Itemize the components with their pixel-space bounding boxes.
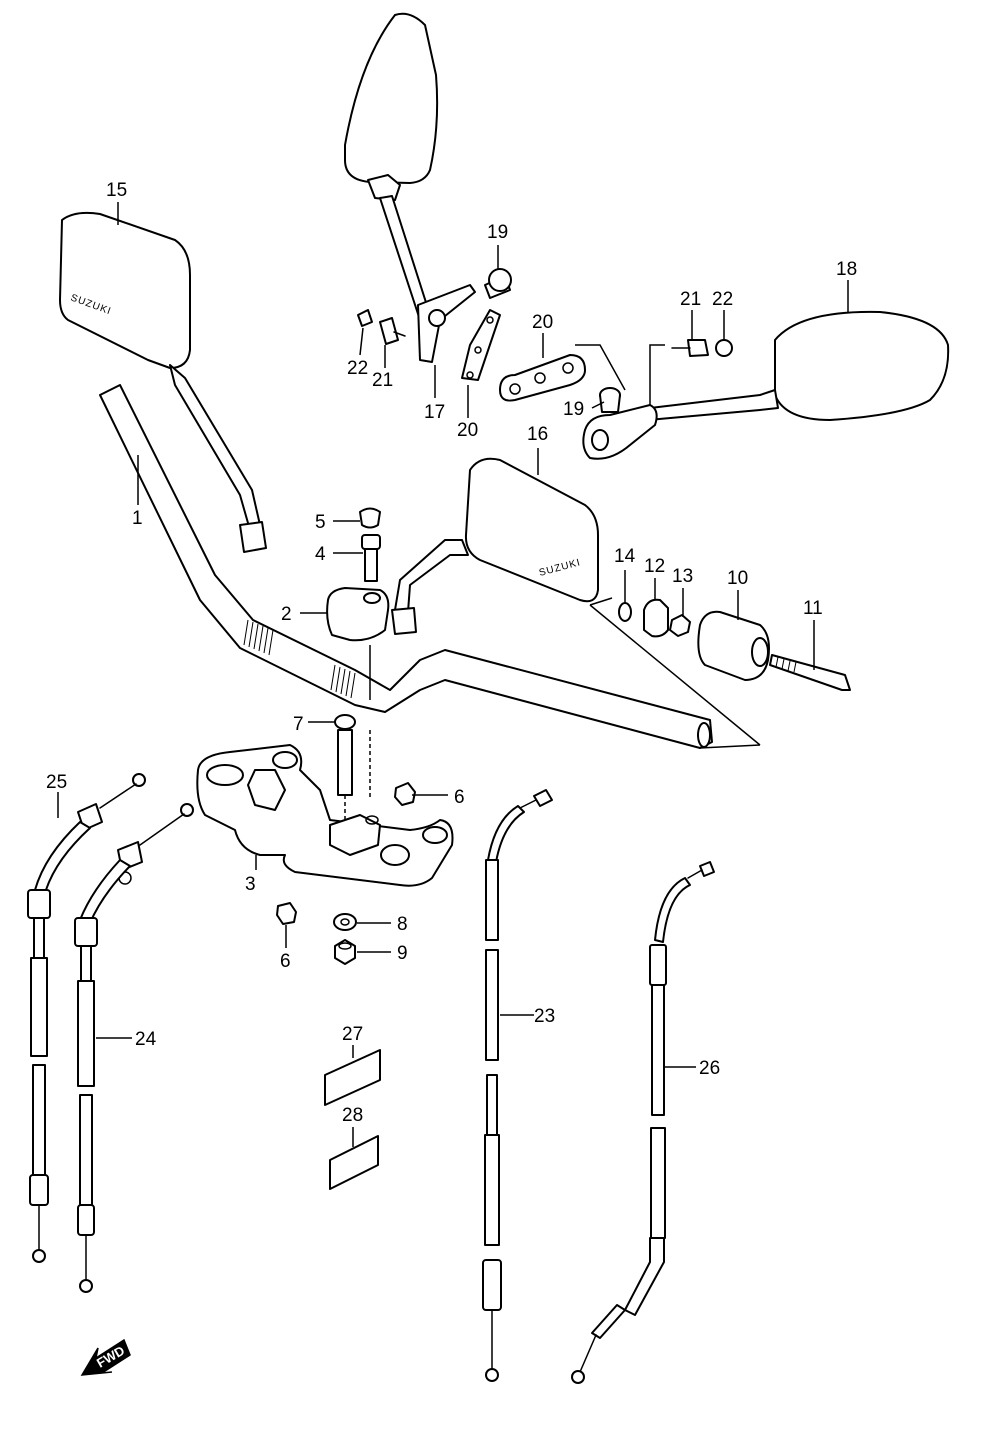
callout-22a: 22 bbox=[347, 358, 368, 379]
callout-15: 15 bbox=[106, 180, 127, 201]
bolt-21a bbox=[379, 317, 406, 345]
callout-16: 16 bbox=[527, 424, 548, 445]
mirror-left: SUZUKI bbox=[59, 211, 267, 553]
callout-26: 26 bbox=[699, 1058, 720, 1079]
washer-14 bbox=[618, 602, 632, 622]
callout-21b: 21 bbox=[680, 289, 701, 310]
cap-5 bbox=[359, 507, 381, 529]
callout-11: 11 bbox=[803, 598, 823, 619]
spacer-12 bbox=[643, 598, 669, 638]
label-27 bbox=[324, 1049, 381, 1106]
callout-13: 13 bbox=[672, 566, 693, 587]
callout-8: 8 bbox=[397, 914, 408, 935]
assembly-lines bbox=[589, 597, 761, 749]
callout-22b: 22 bbox=[712, 289, 733, 310]
nut-13 bbox=[669, 614, 691, 637]
cap-19b bbox=[599, 387, 621, 413]
cable-26 bbox=[571, 861, 715, 1384]
mirror-right bbox=[582, 310, 950, 460]
callout-10: 10 bbox=[727, 568, 748, 589]
callout-6b: 6 bbox=[280, 951, 291, 972]
label-28 bbox=[329, 1135, 379, 1190]
mirror-center: SUZUKI bbox=[391, 457, 599, 635]
callout-20a: 20 bbox=[532, 312, 553, 333]
cap-22b bbox=[715, 339, 733, 357]
callout-28: 28 bbox=[342, 1105, 363, 1126]
callout-4: 4 bbox=[315, 544, 326, 565]
callout-17: 17 bbox=[424, 402, 445, 423]
rubber-6a bbox=[394, 782, 416, 806]
cable-23 bbox=[482, 789, 553, 1382]
washer-8 bbox=[333, 913, 357, 931]
callout-12: 12 bbox=[644, 556, 665, 577]
weight-10 bbox=[697, 610, 770, 681]
nut-9 bbox=[334, 939, 356, 965]
callout-23: 23 bbox=[534, 1006, 555, 1027]
cap-22a bbox=[357, 309, 373, 327]
clamp-upper-2 bbox=[326, 587, 390, 700]
callout-25: 25 bbox=[46, 772, 67, 793]
callout-21a: 21 bbox=[372, 370, 393, 391]
plate-20a bbox=[461, 309, 501, 381]
callout-19a: 19 bbox=[487, 222, 508, 243]
holder-lower-3 bbox=[196, 744, 454, 887]
callout-27: 27 bbox=[342, 1024, 363, 1045]
callout-14: 14 bbox=[614, 546, 636, 567]
cable-25 bbox=[27, 773, 146, 1263]
callout-5: 5 bbox=[315, 512, 326, 533]
cap-19a bbox=[484, 268, 512, 299]
handlebar bbox=[99, 384, 713, 749]
callout-19b: 19 bbox=[563, 399, 584, 420]
mirror-top bbox=[344, 12, 476, 363]
callout-2: 2 bbox=[281, 604, 292, 625]
callout-1: 1 bbox=[132, 508, 143, 529]
fwd-arrow-icon: FWD bbox=[80, 1338, 131, 1376]
callout-18: 18 bbox=[836, 259, 857, 280]
callout-6a: 6 bbox=[454, 787, 465, 808]
callout-labels: 15 1 5 4 2 7 6 3 8 6 9 19 20 22 21 17 20… bbox=[46, 180, 857, 1126]
callout-3: 3 bbox=[245, 874, 256, 895]
plate-20b bbox=[499, 354, 586, 402]
rubber-6b bbox=[276, 902, 297, 925]
bolt-11 bbox=[769, 654, 851, 691]
bolt-21b bbox=[671, 339, 709, 357]
callout-9: 9 bbox=[397, 943, 408, 964]
bolt-4 bbox=[361, 534, 381, 582]
callout-24: 24 bbox=[135, 1029, 157, 1050]
cable-24 bbox=[74, 803, 194, 1293]
callout-20b: 20 bbox=[457, 420, 478, 441]
leader-lines bbox=[57, 202, 849, 1147]
callout-7: 7 bbox=[293, 714, 304, 735]
